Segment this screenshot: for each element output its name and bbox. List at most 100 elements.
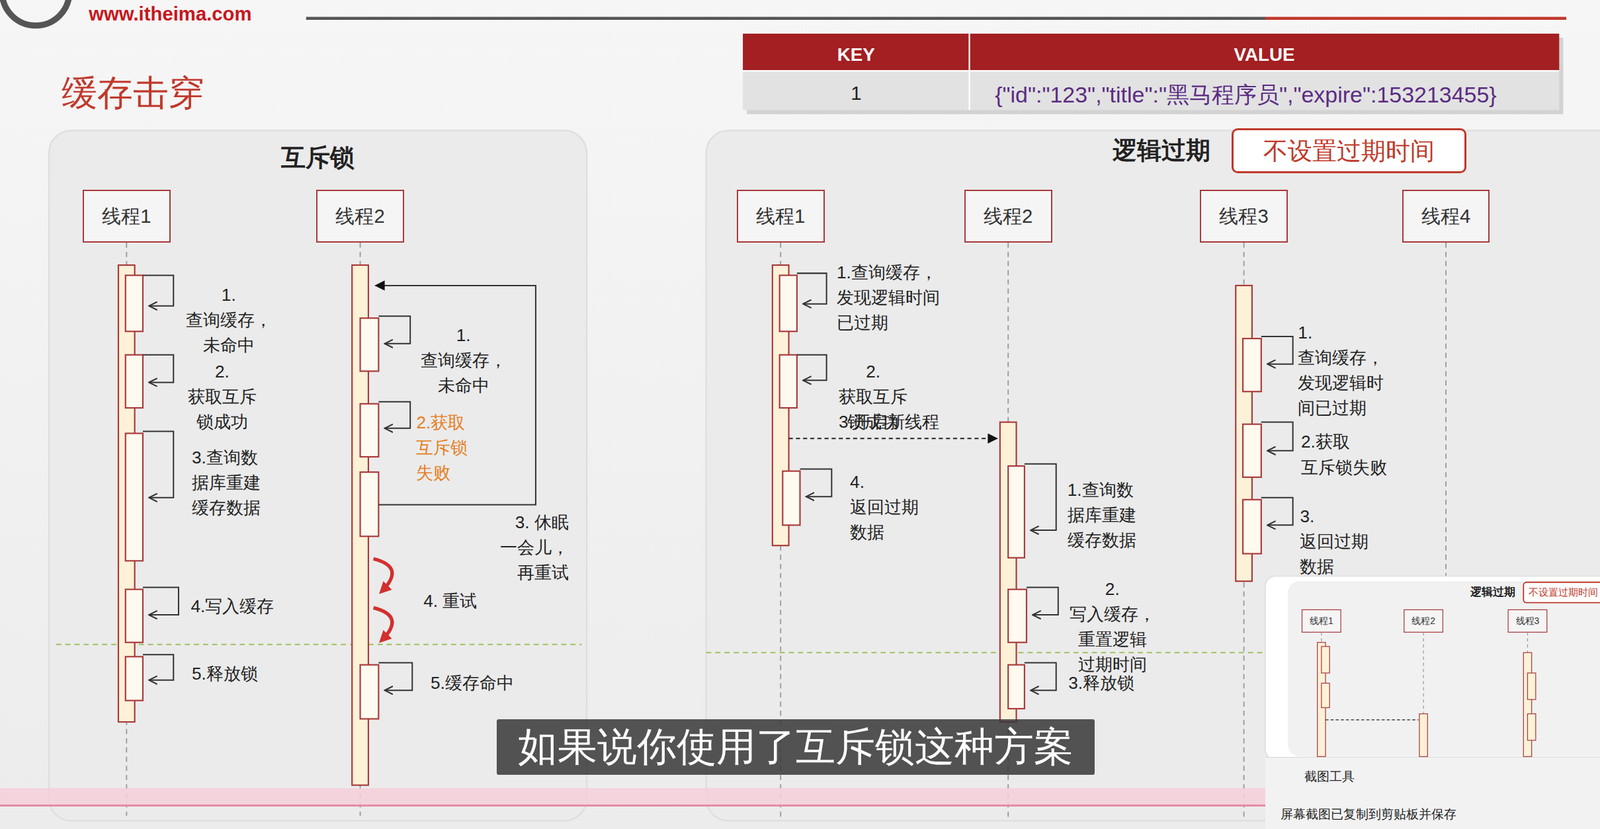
video-subtitle: 如果说你使用了互斥锁这种方案 bbox=[496, 719, 1095, 776]
label-anchor: www.itheima.com bbox=[88, 0, 252, 29]
label-anchor: 2.写入缓存， 重置逻辑 过期时间 bbox=[1069, 576, 1156, 678]
label-anchor: 3.开启新线程 bbox=[838, 409, 940, 435]
self-calls bbox=[142, 273, 1294, 691]
self-call-arrow bbox=[1261, 336, 1294, 365]
site-logo-text: www.itheima.com bbox=[88, 0, 252, 29]
step-box bbox=[1008, 665, 1025, 710]
thumbnail-text: 线程2 bbox=[1411, 614, 1436, 628]
step-box bbox=[1008, 466, 1025, 559]
thumbnail-lifelines bbox=[1321, 632, 1528, 757]
swimlane-panel: 互斥锁线程1线程2 bbox=[48, 130, 587, 821]
self-call-arrow bbox=[797, 355, 827, 381]
thumbnail-arrow bbox=[1325, 719, 1419, 721]
label-anchor: {"id":"123","title":"黑马程序员","expire":153… bbox=[994, 78, 1497, 112]
step-label: 2.获取 互斥锁失败 bbox=[1301, 429, 1388, 480]
self-call-arrow bbox=[1261, 498, 1294, 526]
thumbnail-threads bbox=[1302, 609, 1548, 633]
retry-curl bbox=[373, 607, 393, 641]
step-box bbox=[125, 275, 143, 332]
step-label: 3.释放锁 bbox=[1068, 670, 1135, 696]
step-label: 4.写入缓存 bbox=[190, 593, 274, 620]
step-box bbox=[1008, 589, 1027, 643]
label-anchor: 线程3 bbox=[1515, 614, 1540, 628]
notification-text: 屏幕截图已复制到剪贴板并保存 bbox=[1280, 806, 1457, 823]
step-box bbox=[1242, 500, 1262, 555]
label-anchor: 3.释放锁 bbox=[1068, 670, 1135, 696]
table-header: VALUE bbox=[1233, 41, 1295, 69]
async-call-arrow bbox=[789, 437, 998, 440]
thread-header-box: 线程3 bbox=[1199, 189, 1288, 243]
step-label: 3.查询数 据库重建 缓存数据 bbox=[191, 445, 261, 521]
step-box bbox=[782, 471, 800, 526]
thumbnail-bar bbox=[1527, 714, 1536, 741]
label-anchor: 1.查询数 据库重建 缓存数据 bbox=[1067, 477, 1137, 553]
thumbnail-bar bbox=[1321, 683, 1330, 708]
label-anchor: 1 bbox=[850, 79, 862, 108]
self-call-arrow bbox=[142, 431, 174, 498]
notification-text: 截图工具 bbox=[1304, 769, 1355, 785]
retry-curl bbox=[373, 558, 393, 592]
table-header: KEY bbox=[837, 41, 876, 69]
step-box bbox=[360, 665, 379, 720]
label-anchor: 1.查询缓存， 未命中 bbox=[420, 322, 507, 399]
message-label: 3.开启新线程 bbox=[838, 409, 940, 435]
step-label: 1.查询数 据库重建 缓存数据 bbox=[1067, 477, 1137, 553]
step-box bbox=[125, 656, 143, 701]
self-call-arrow bbox=[378, 316, 411, 344]
step-box bbox=[1242, 338, 1262, 392]
thumbnail-text: 不设置过期时间 bbox=[1528, 586, 1599, 600]
label-anchor: 4.返回过期 数据 bbox=[849, 469, 919, 546]
label-anchor: 1.查询缓存， 未命中 bbox=[185, 282, 272, 358]
step-box bbox=[779, 275, 798, 332]
label-anchor: KEY bbox=[837, 41, 876, 69]
thread-header-box: 线程2 bbox=[964, 189, 1053, 243]
label-anchor: 3.查询数 据库重建 缓存数据 bbox=[191, 445, 261, 521]
step-label: 3. 休眠 一会儿， 再重试 bbox=[500, 509, 569, 586]
lifelines bbox=[126, 242, 1446, 822]
failed-step-label: 2.获取 互斥锁 失败 bbox=[416, 410, 468, 486]
thumbnail-box bbox=[1302, 609, 1342, 633]
thread-header-box: 线程2 bbox=[316, 189, 405, 243]
thumbnail-bar bbox=[1321, 646, 1330, 674]
header-rule-accent bbox=[1265, 16, 1567, 20]
thread-name: 线程3 bbox=[1219, 204, 1268, 228]
phase-divider bbox=[706, 652, 1266, 654]
step-label: 1.查询缓存， 发现逻辑时间 已过期 bbox=[836, 259, 940, 336]
step-box bbox=[360, 318, 379, 372]
self-call-arrow bbox=[800, 469, 833, 498]
activation-bars bbox=[118, 265, 1253, 786]
label-anchor: 2.获取 互斥锁 失败 bbox=[416, 410, 468, 486]
self-call-arrow bbox=[1024, 663, 1057, 692]
label-anchor: 1.查询缓存， 发现逻辑时间 已过期 bbox=[836, 259, 940, 336]
label-anchor: 2.获取互斥 锁成功 bbox=[187, 359, 257, 435]
self-call-arrow bbox=[1024, 464, 1057, 531]
label-anchor: 3.返回过期 数据 bbox=[1299, 504, 1369, 580]
label-anchor: 不设置过期时间 bbox=[1528, 586, 1599, 600]
thumbnail-slide bbox=[1287, 581, 1600, 757]
step-label: 5.释放锁 bbox=[191, 661, 258, 687]
thumbnail-text: 线程1 bbox=[1309, 614, 1334, 628]
thumbnail-bar bbox=[1419, 714, 1428, 758]
page-title: 缓存击穿 bbox=[61, 71, 205, 115]
step-label: 1.查询缓存， 未命中 bbox=[185, 282, 272, 358]
thread-header-box: 线程1 bbox=[82, 189, 171, 243]
thumbnail-tag bbox=[1523, 582, 1600, 604]
thread-name: 线程2 bbox=[983, 204, 1033, 228]
thumbnail-box bbox=[1508, 609, 1548, 633]
swimlane-panel-ground bbox=[48, 130, 587, 821]
step-box bbox=[360, 472, 379, 537]
label-anchor: 逻辑过期 bbox=[1470, 584, 1516, 602]
logo-ring bbox=[1, 0, 70, 26]
self-call-arrow bbox=[797, 273, 827, 304]
label-anchor: 4.写入缓存 bbox=[190, 593, 274, 620]
table-cell: {"id":"123","title":"黑马程序员","expire":153… bbox=[994, 78, 1497, 112]
subtitle-text: 如果说你使用了互斥锁这种方案 bbox=[517, 723, 1074, 772]
self-call-arrow bbox=[142, 587, 179, 616]
self-call-arrow bbox=[142, 275, 174, 306]
step-label: 3.返回过期 数据 bbox=[1299, 504, 1369, 580]
swimlane-panel-ground bbox=[706, 130, 1600, 821]
table-cell: 1 bbox=[850, 79, 862, 108]
label-anchor: 5.缓存命中 bbox=[430, 670, 514, 696]
step-label: 2.写入缓存， 重置逻辑 过期时间 bbox=[1069, 576, 1156, 678]
step-boxes bbox=[125, 275, 1262, 719]
